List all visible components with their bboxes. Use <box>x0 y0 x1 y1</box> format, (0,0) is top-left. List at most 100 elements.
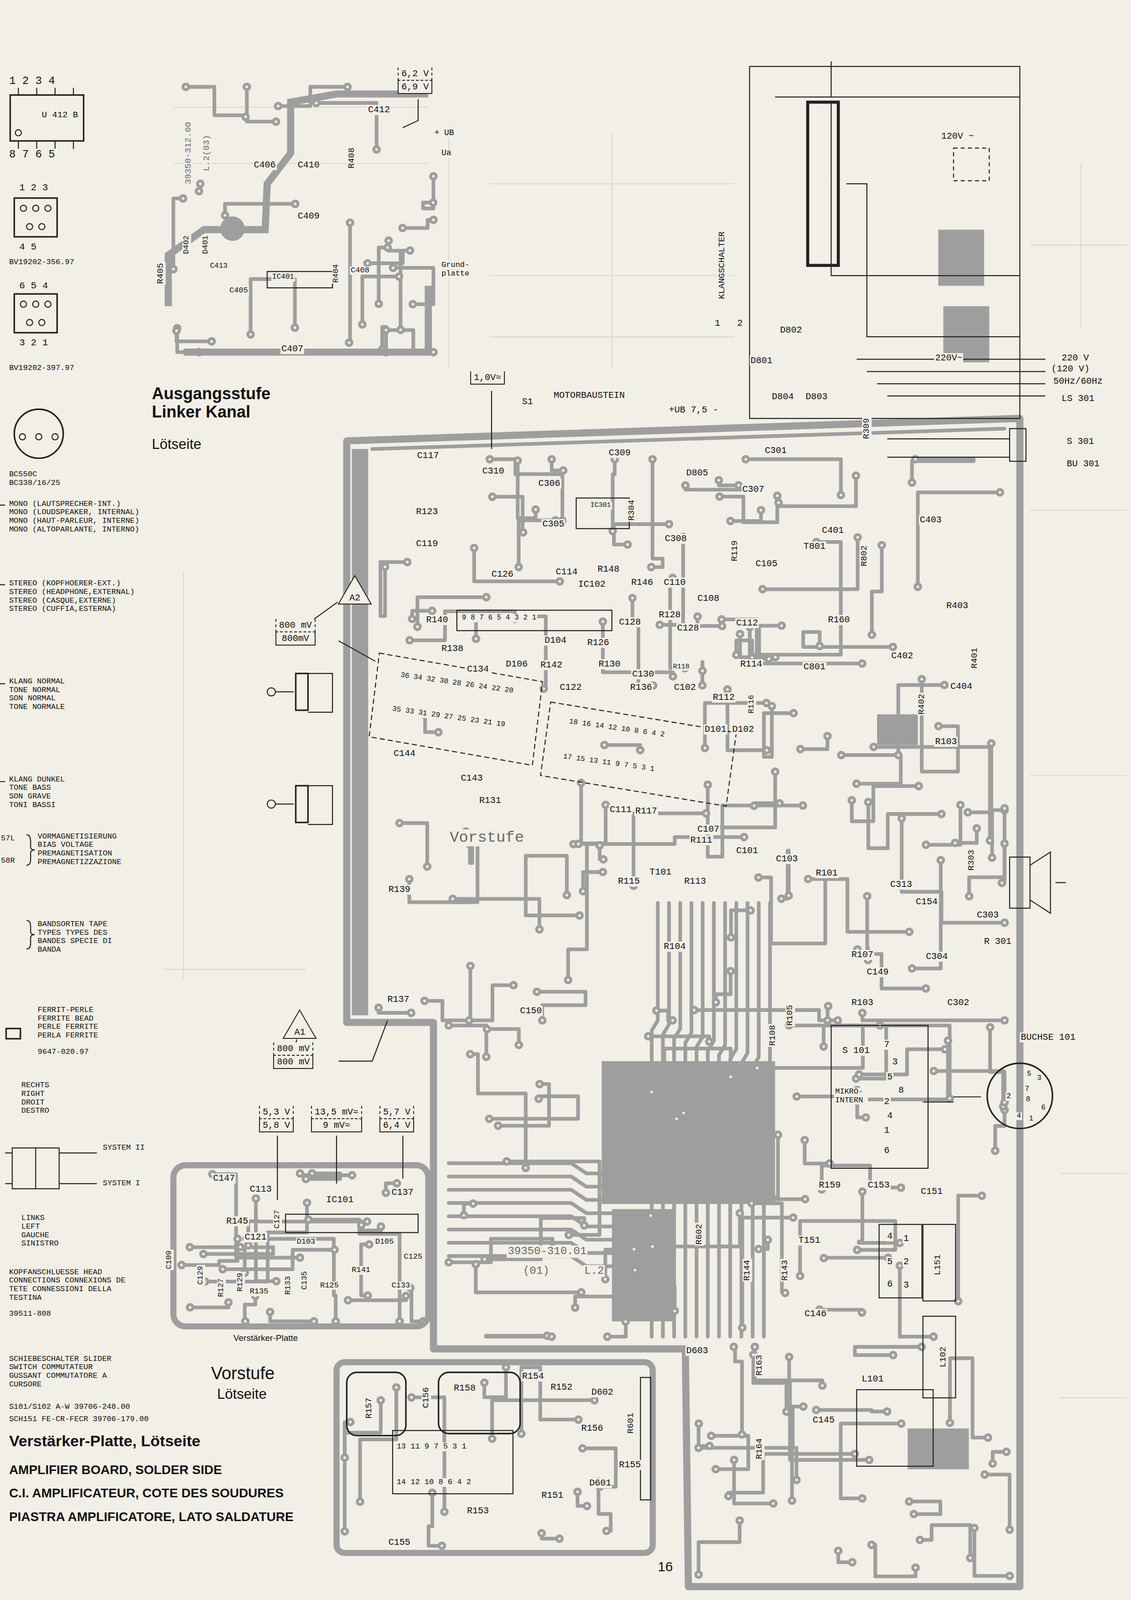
solder-pad <box>749 801 759 810</box>
pad-hole <box>907 930 911 934</box>
bus-trace <box>707 902 714 1336</box>
part-label: C310 <box>481 466 506 477</box>
pcb-trace <box>749 541 841 655</box>
pad-hole <box>729 935 733 939</box>
pad-hole <box>386 246 390 250</box>
pad-hole <box>787 1354 791 1358</box>
ic-package <box>10 94 84 141</box>
pcb-trace <box>912 459 974 483</box>
part-label: R137 <box>386 994 411 1005</box>
pad-hole <box>990 741 993 745</box>
solder-pad <box>864 797 873 807</box>
solder-pad <box>295 1168 305 1178</box>
note-text: 36 34 32 30 28 26 24 22 20 <box>399 671 515 696</box>
ic-socket <box>392 1430 514 1494</box>
pcb-trace <box>698 1520 740 1575</box>
pad-hole <box>988 1025 992 1029</box>
pad-hole <box>953 841 957 845</box>
part-label: C109 <box>165 1249 174 1270</box>
part-label: C102 <box>673 682 697 693</box>
solder-pad <box>599 854 608 864</box>
pad-hole <box>738 1211 742 1215</box>
solder-pad <box>717 621 727 631</box>
pcb-trace <box>362 276 400 325</box>
part-label: C149 <box>866 966 890 977</box>
voltage-box: 5,7 V6,4 V <box>379 1105 415 1132</box>
note-text: MONO (LAUTSPRECHER-INT.) MONO (LOUDSPEAK… <box>8 499 143 535</box>
solder-pad <box>754 872 763 882</box>
part-label: C307 <box>741 484 766 495</box>
part-label: R155 <box>617 1459 642 1470</box>
legend-dash <box>0 504 6 782</box>
solder-pad <box>746 905 756 915</box>
note-text: LINKS LEFT GAUCHE SINISTRO <box>20 1213 64 1248</box>
pad-hole <box>795 1478 799 1481</box>
note-text: 57L <box>0 834 16 843</box>
solder-pad <box>777 621 787 630</box>
solder-pad <box>598 617 608 626</box>
pot-wiper <box>267 799 276 809</box>
part-label: C408 <box>349 266 371 275</box>
pad-hole <box>576 1417 580 1421</box>
solder-pad <box>647 562 656 572</box>
solder-pad <box>995 487 1005 497</box>
solder-pad <box>792 1474 801 1484</box>
pad-hole <box>765 701 768 705</box>
solder-pad <box>608 526 618 536</box>
solder-pad <box>407 1392 416 1401</box>
part-label: D402 <box>182 234 192 255</box>
pad-hole <box>924 986 928 990</box>
solder-pad <box>780 1287 790 1297</box>
pad-hole <box>891 1353 895 1356</box>
pcb-trace <box>974 1527 1010 1576</box>
pin-dot <box>38 223 45 230</box>
part-label: R119 <box>730 539 741 563</box>
part-label: L151 <box>933 1253 944 1277</box>
pad-hole <box>359 1223 363 1226</box>
solder-pad <box>964 891 974 901</box>
part-label: C410 <box>296 160 321 171</box>
pad-hole <box>857 1072 861 1076</box>
pad-hole <box>468 964 472 967</box>
solder-pad <box>726 932 736 942</box>
part-label: R156 <box>580 1422 604 1433</box>
part-label: R107 <box>850 949 875 960</box>
part-label: R126 <box>586 637 611 648</box>
bus-trace <box>685 902 692 1336</box>
faint-line <box>183 571 185 980</box>
solder-pad <box>788 1212 798 1222</box>
solder-pad <box>534 924 544 934</box>
solder-pad <box>355 1496 365 1506</box>
note-text: 220 V <box>1060 352 1090 364</box>
pad-hole <box>399 328 402 332</box>
pcb-trace <box>851 785 919 821</box>
solder-pad <box>824 1001 833 1011</box>
voltage-box: 13,5 mV≈9 mV≈ <box>311 1105 363 1132</box>
pad-hole <box>624 1319 628 1323</box>
pad-hole <box>708 1444 711 1448</box>
pad-hole <box>268 1310 272 1313</box>
solder-pad <box>893 750 903 760</box>
pcb-trace <box>568 843 587 980</box>
pad-hole <box>375 148 379 151</box>
pad-hole <box>939 858 943 862</box>
note-text: 9 8 7 6 5 4 3 2 1 <box>461 613 538 623</box>
part-label: R144 <box>742 1258 753 1282</box>
part-label: C309 <box>607 447 632 458</box>
pad-hole <box>783 1291 787 1294</box>
solder-pad <box>852 1245 862 1254</box>
solder-pad <box>857 658 867 668</box>
solder-pad <box>726 1072 736 1081</box>
part-label: D602 <box>590 1386 615 1397</box>
solder-pad <box>735 1515 744 1525</box>
part-label: C303 <box>975 909 1000 920</box>
pad-hole <box>900 816 903 820</box>
note-text: 35 33 31 29 27 25 23 21 19 <box>390 705 507 730</box>
pcb-trace <box>269 1311 314 1322</box>
part-label: C153 <box>866 1179 891 1190</box>
pcb-trace <box>786 1356 790 1412</box>
solder-pad <box>897 1418 906 1428</box>
solder-pad <box>867 1540 877 1549</box>
pad-hole <box>735 653 738 657</box>
solder-pad <box>602 1331 612 1341</box>
